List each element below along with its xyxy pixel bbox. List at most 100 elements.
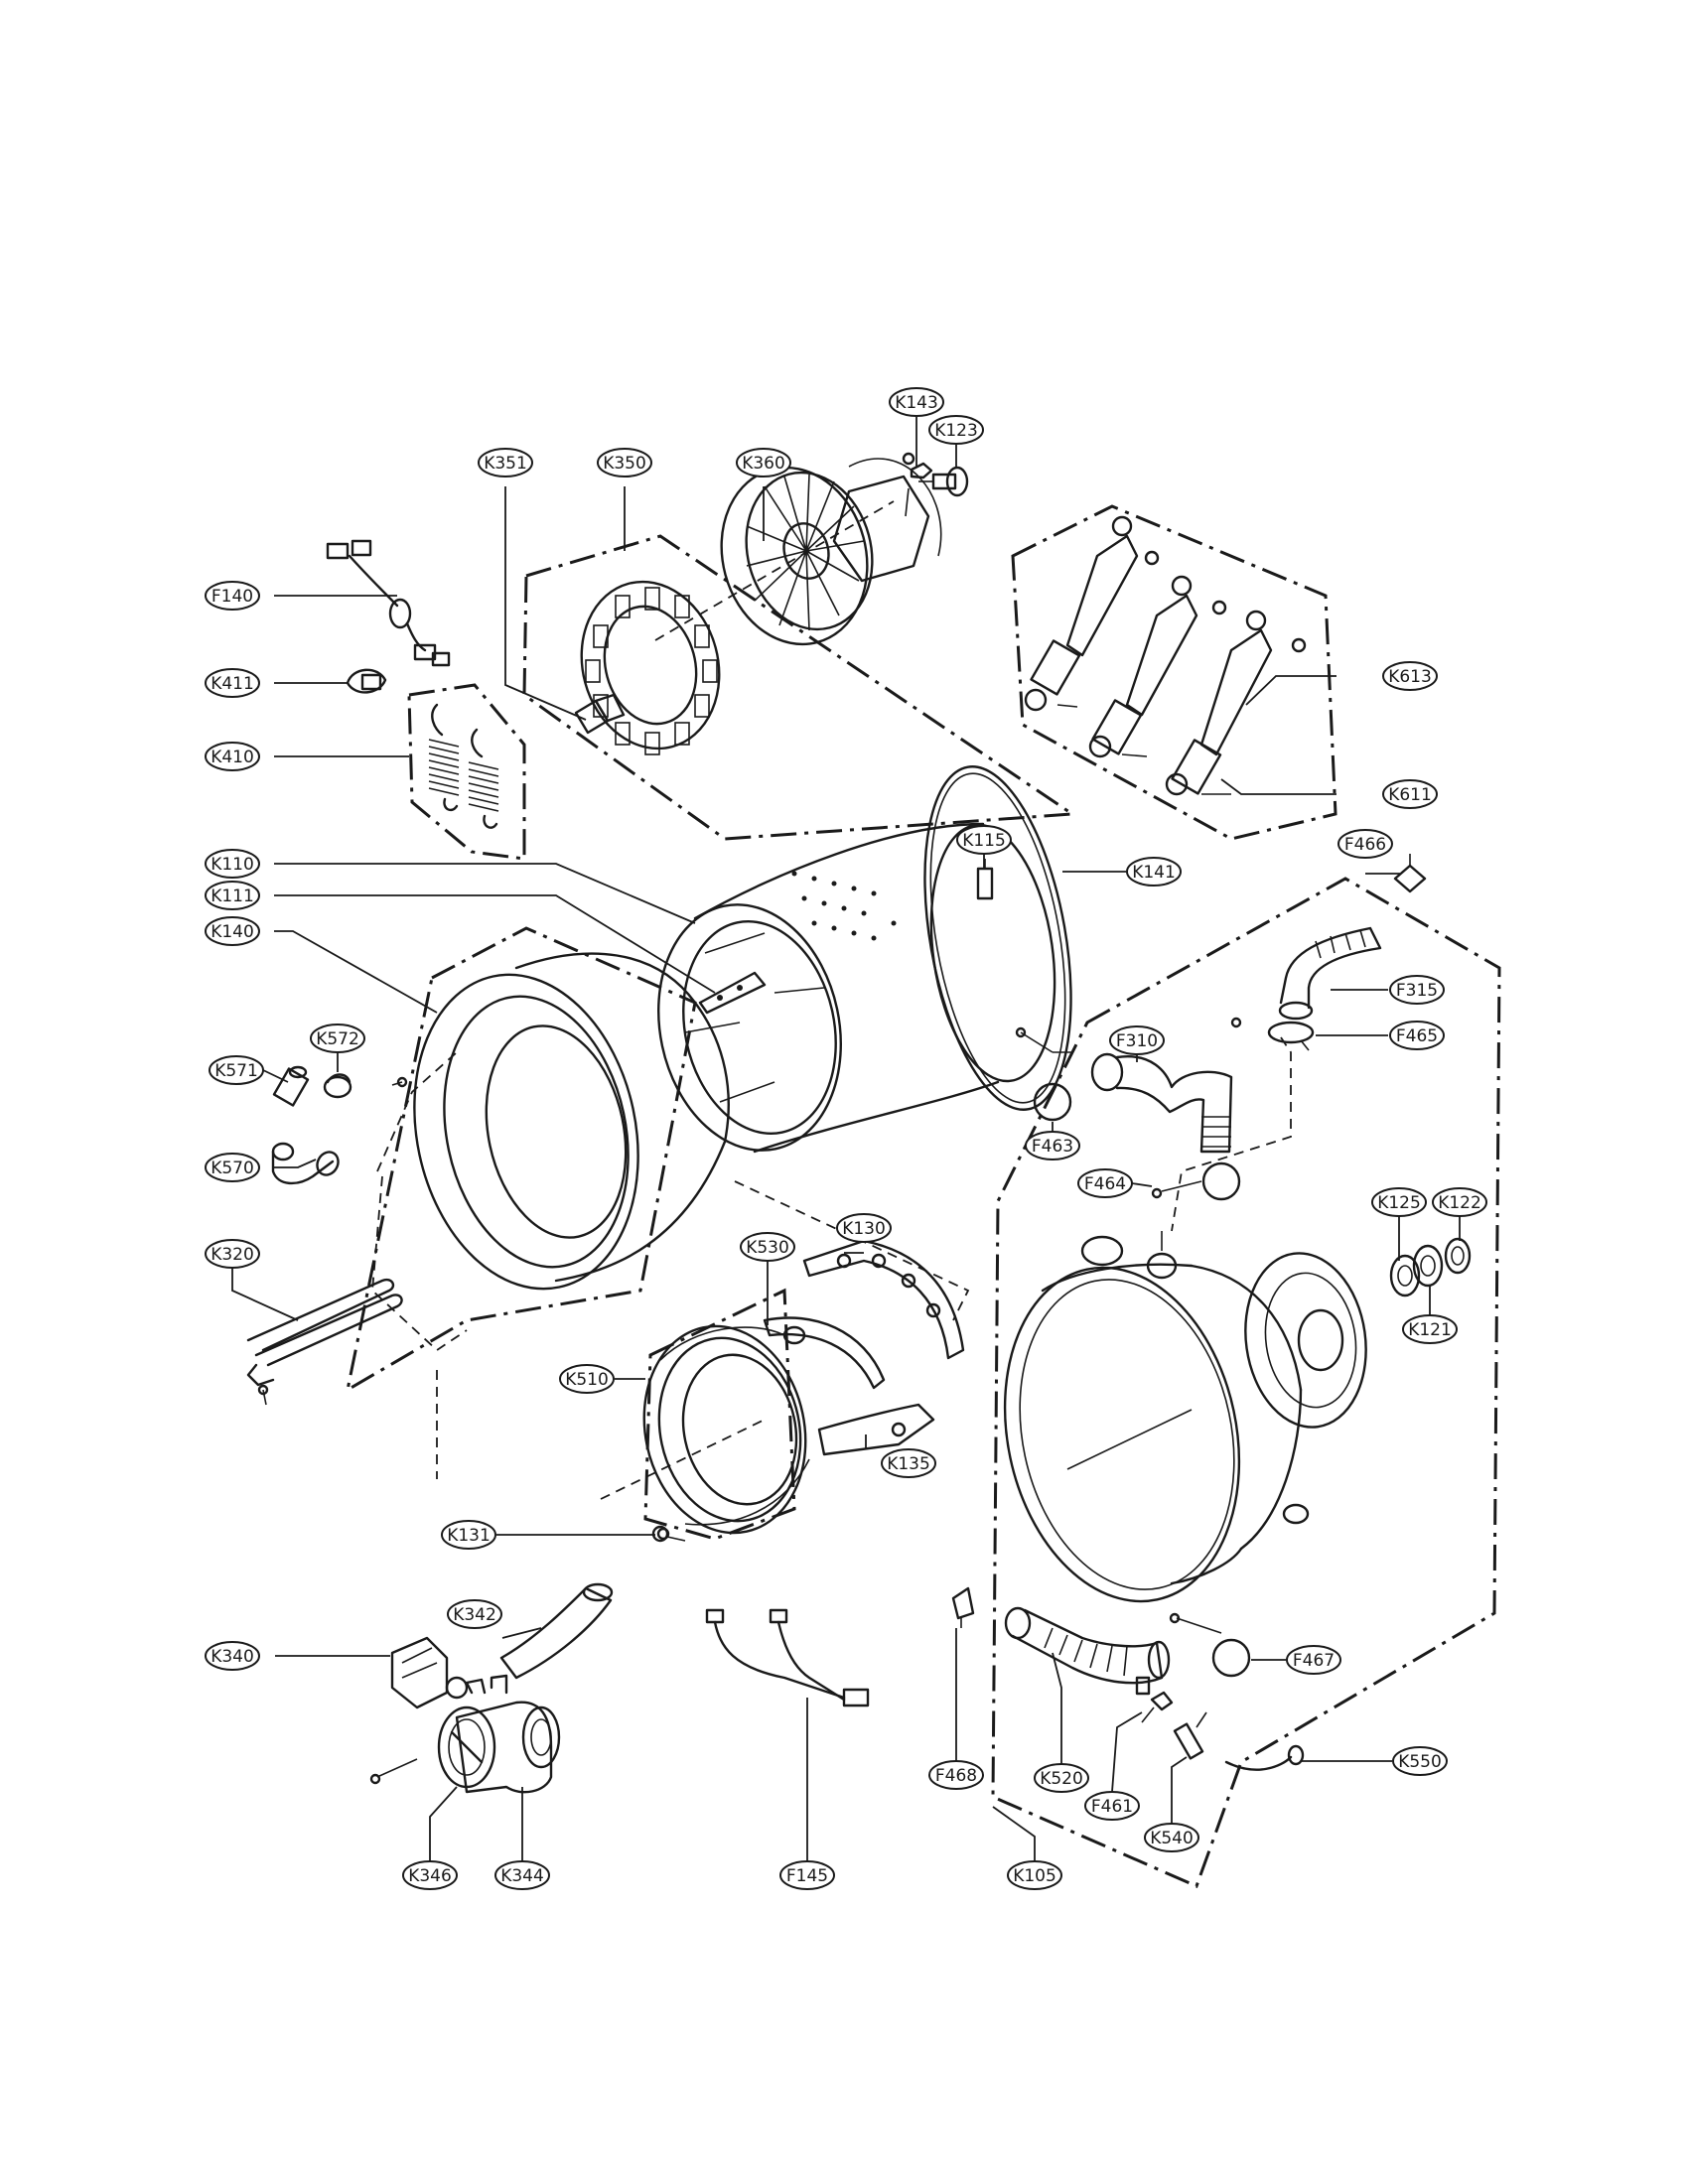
shock-absorber-3 [1165, 610, 1307, 796]
callout-k350: K350 [597, 448, 652, 478]
svg-text:F464: F464 [1084, 1174, 1126, 1194]
svg-text:K613: K613 [1388, 667, 1432, 687]
svg-text:F310: F310 [1116, 1031, 1158, 1051]
clip-f468 [951, 1586, 975, 1628]
svg-text:K143: K143 [895, 393, 938, 413]
clamp-f467 [1169, 1612, 1251, 1678]
svg-text:K510: K510 [565, 1370, 609, 1390]
callout-k360: K360 [736, 448, 791, 478]
callout-k611: K611 [1382, 779, 1438, 809]
svg-text:F461: F461 [1091, 1797, 1133, 1817]
svg-text:K360: K360 [742, 454, 785, 474]
clamp-k411 [346, 668, 387, 694]
svg-text:K571: K571 [214, 1061, 258, 1081]
callout-k122: K122 [1432, 1187, 1487, 1217]
clamp-f463 [1015, 1026, 1072, 1122]
gasket-dashed [734, 1180, 970, 1321]
callout-k530: K530 [740, 1232, 795, 1262]
boundary-gasket [643, 1288, 796, 1541]
tub-front-k140 [391, 952, 730, 1291]
callout-k571: K571 [209, 1055, 264, 1085]
alignment-lines [371, 500, 1292, 1500]
callout-k111: K111 [205, 881, 260, 910]
callout-f467: F467 [1286, 1645, 1341, 1675]
callout-k123: K123 [928, 415, 984, 445]
svg-text:K340: K340 [211, 1647, 254, 1667]
drum-k110 [657, 822, 1056, 1154]
pipe-dashed-right [1171, 1036, 1292, 1232]
callout-f140: F140 [205, 581, 260, 611]
svg-text:K351: K351 [484, 454, 527, 474]
svg-text:K346: K346 [408, 1866, 452, 1886]
callout-f466: F466 [1337, 829, 1393, 859]
callout-k125: K125 [1371, 1187, 1427, 1217]
hose-k342 [499, 1582, 614, 1680]
shock-absorber-1 [1024, 515, 1160, 712]
harness-f140 [326, 539, 451, 667]
svg-text:K122: K122 [1438, 1193, 1481, 1213]
svg-text:K342: K342 [453, 1605, 496, 1625]
door-gasket-k510 [642, 1324, 810, 1541]
callout-k510: K510 [559, 1364, 615, 1394]
shock-absorbers-k613 [1024, 515, 1307, 796]
callout-k320: K320 [205, 1239, 260, 1269]
screw-f461 [1141, 1691, 1174, 1723]
svg-text:K411: K411 [211, 674, 254, 694]
callout-k572: K572 [310, 1024, 365, 1053]
boundary-tub-front [345, 926, 697, 1393]
svg-text:F468: F468 [935, 1766, 977, 1786]
callout-f468: F468 [928, 1760, 984, 1790]
svg-text:F145: F145 [786, 1866, 828, 1886]
callout-k121: K121 [1402, 1314, 1458, 1344]
hose-k520 [1004, 1606, 1171, 1696]
svg-text:F463: F463 [1032, 1137, 1073, 1157]
axis-dashed-top [654, 500, 895, 641]
svg-text:K140: K140 [211, 922, 254, 942]
leader-lines [231, 417, 1461, 1861]
tub-dashed-left [371, 1175, 468, 1352]
callout-f461: F461 [1084, 1791, 1140, 1821]
callout-labels: K143 K123 K351 K350 K360 F140 K411 K410 … [205, 387, 1487, 1890]
clip-k351 [574, 693, 626, 735]
svg-text:K320: K320 [211, 1245, 254, 1265]
bearing-k121 [1412, 1244, 1444, 1288]
hose-f310 [1090, 1052, 1233, 1154]
svg-text:K570: K570 [211, 1159, 254, 1178]
screw-k143 [902, 452, 933, 517]
svg-text:K530: K530 [746, 1238, 789, 1258]
axis-dashed-bottom [600, 1419, 766, 1500]
callout-f145: F145 [779, 1860, 835, 1890]
callout-k342: K342 [447, 1599, 502, 1629]
stator-k350 [580, 580, 721, 755]
callout-k411: K411 [205, 668, 260, 698]
harness-f145 [705, 1608, 870, 1707]
callout-k570: K570 [205, 1153, 260, 1182]
shock-absorber-2 [1088, 575, 1227, 758]
callout-k130: K130 [836, 1213, 892, 1243]
callout-k143: K143 [889, 387, 944, 417]
callout-k351: K351 [478, 448, 533, 478]
callout-k410: K410 [205, 742, 260, 771]
clamp-f465 [1230, 1017, 1315, 1051]
filter-cap-k346 [369, 1706, 496, 1789]
bolt-k123 [918, 466, 969, 497]
svg-text:K125: K125 [1377, 1193, 1421, 1213]
callout-k135: K135 [881, 1448, 936, 1478]
clip-f466 [1393, 854, 1427, 893]
svg-text:K111: K111 [211, 887, 254, 906]
pump-housing-k344 [455, 1674, 561, 1794]
gasket-ring-k141 [923, 765, 1072, 1111]
bearing-housing [1244, 1252, 1367, 1429]
callout-k340: K340 [205, 1641, 260, 1671]
callout-f465: F465 [1389, 1021, 1445, 1050]
svg-text:K344: K344 [500, 1866, 544, 1886]
callout-k550: K550 [1392, 1746, 1448, 1776]
svg-text:K131: K131 [447, 1526, 491, 1546]
svg-text:K611: K611 [1388, 785, 1432, 805]
svg-text:K123: K123 [934, 421, 978, 441]
springs-k410 [428, 703, 499, 829]
svg-text:K115: K115 [962, 831, 1006, 851]
fitting-k571 [272, 1065, 310, 1107]
callout-k613: K613 [1382, 661, 1438, 691]
